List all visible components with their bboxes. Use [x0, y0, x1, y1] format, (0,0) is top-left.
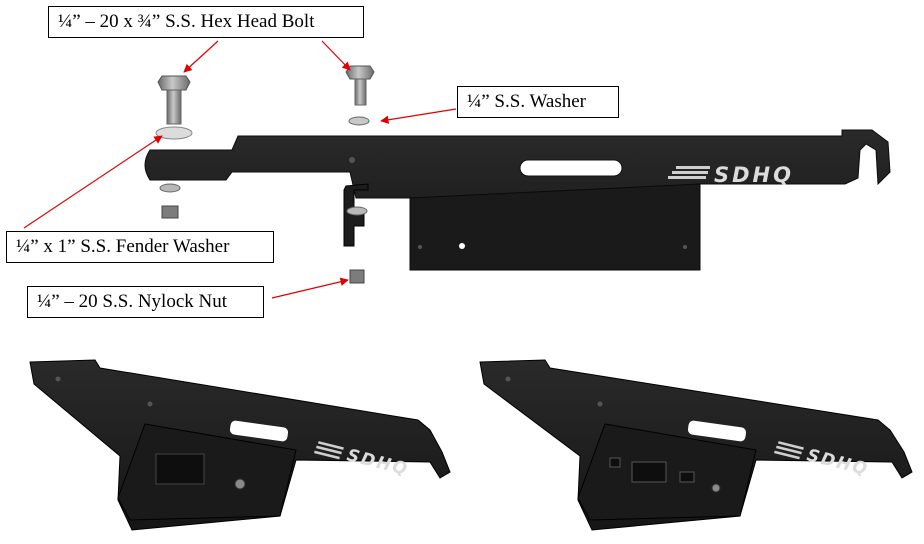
right-nut-icon — [349, 269, 365, 284]
callout-hex-head-bolt: ¼” – 20 x ¾” S.S. Hex Head Bolt — [48, 6, 364, 38]
left-bolt-icon — [157, 75, 191, 125]
left-lower-washer-icon — [159, 183, 181, 193]
callout-washer: ¼” S.S. Washer — [457, 86, 619, 118]
right-lower-washer-icon — [346, 206, 368, 216]
fender-washer-icon — [155, 126, 193, 140]
bracket-variant-1 — [29, 359, 451, 531]
callout-nylock-nut: ¼” – 20 S.S. Nylock Nut — [27, 286, 264, 318]
flag-logo-icon — [668, 166, 710, 179]
left-nut-icon — [161, 205, 179, 219]
leader-lines — [23, 40, 457, 299]
callout-fender-washer: ¼” x 1” S.S. Fender Washer — [6, 231, 274, 263]
main-bracket — [144, 129, 891, 271]
bracket-variant-2 — [479, 359, 913, 531]
brand-logo-top: SDHQ — [714, 163, 794, 187]
right-washer-icon — [348, 116, 370, 126]
right-bolt-icon — [345, 65, 375, 106]
